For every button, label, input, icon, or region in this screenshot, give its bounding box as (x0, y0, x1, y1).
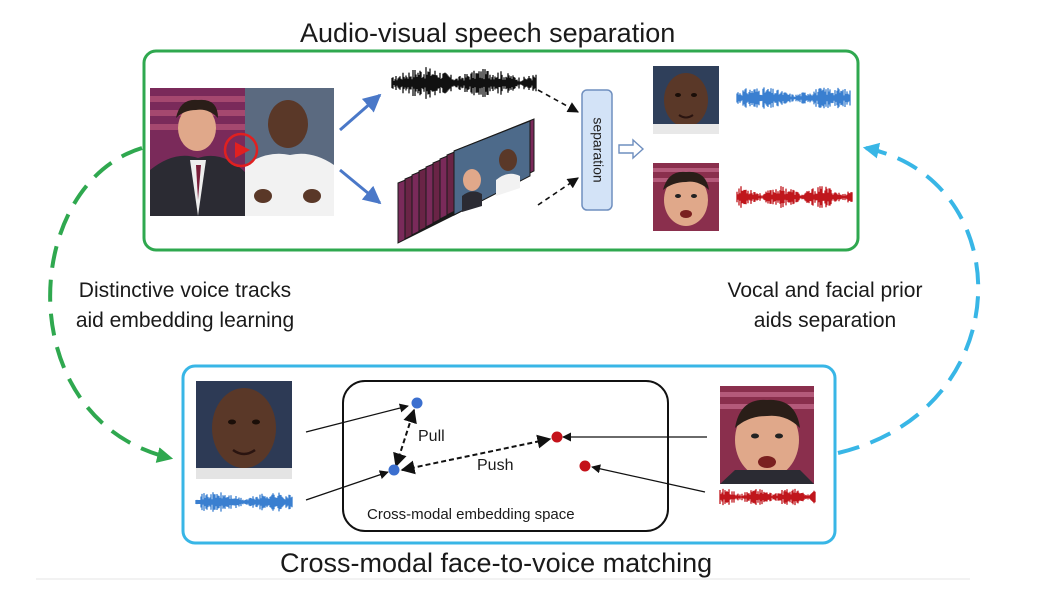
arrow-voice-to-blue-dot (305, 470, 389, 501)
mixed-waveform (391, 67, 537, 99)
arrow-voice-to-red-dot (591, 464, 706, 493)
arrow-to-audio (339, 93, 382, 132)
right-caption-line-1: Vocal and facial prior (727, 279, 923, 302)
embedding-dot-red-voice (579, 460, 591, 472)
top-panel-frame (142, 49, 860, 252)
dashed-arrow-audio-to-separation (537, 89, 579, 113)
right-caption: Vocal and facial prior aids separation (700, 276, 950, 336)
arrow-to-frames (339, 168, 382, 205)
pull-arrow (393, 408, 417, 468)
embedding-dot-red-face (551, 431, 563, 443)
embedding-dot-blue-face (411, 397, 423, 409)
embedding-space-label: Cross-modal embedding space (367, 506, 575, 523)
separation-label: separation (590, 117, 606, 182)
video-frame-front (453, 120, 531, 216)
left-caption: Distinctive voice tracks aid embedding l… (55, 276, 315, 336)
bottom-left-face (196, 381, 292, 479)
bottom-right-face (720, 386, 814, 484)
output-face-speaker-2 (653, 163, 719, 231)
bottom-panel-title: Cross-modal face-to-voice matching (280, 548, 713, 578)
dashed-arrow-frames-to-separation (537, 177, 579, 206)
right-caption-line-2: aids separation (753, 309, 897, 332)
separated-waveform-red (736, 186, 853, 208)
left-caption-line-1: Distinctive voice tracks (78, 279, 292, 302)
input-video-frame (150, 88, 334, 216)
bottom-panel-frame (181, 364, 837, 545)
pull-label: Pull (418, 428, 445, 445)
top-panel-title: Audio-visual speech separation (300, 18, 676, 48)
push-label: Push (477, 457, 514, 474)
arrow-face-to-blue-dot (305, 403, 409, 433)
left-cycle-arrow (48, 146, 174, 463)
left-caption-line-2: aid embedding learning (75, 309, 295, 332)
hollow-output-arrow (618, 138, 645, 160)
push-arrow (400, 434, 552, 475)
right-cycle-arrow (837, 142, 981, 455)
separation-box (581, 89, 613, 211)
bottom-left-waveform (195, 492, 293, 512)
video-frame-stack (397, 118, 535, 244)
separated-waveform-blue (736, 87, 851, 109)
embedding-dot-blue-voice (388, 464, 400, 476)
output-face-speaker-1 (653, 66, 719, 134)
bottom-right-waveform (719, 488, 816, 506)
